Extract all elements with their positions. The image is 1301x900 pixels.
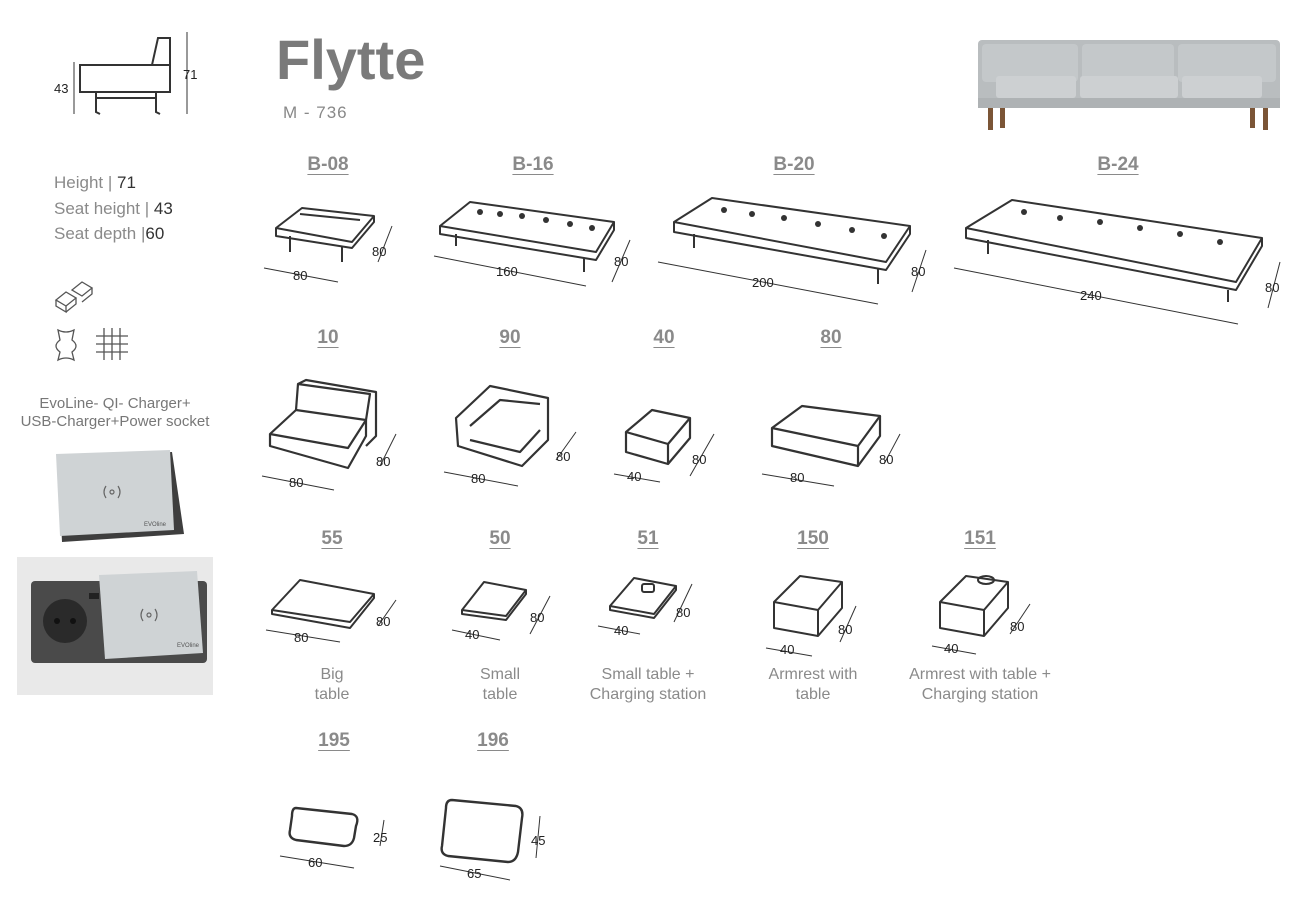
- seat-80-drawing: [770, 404, 882, 468]
- b20-width: 200: [752, 275, 774, 290]
- base-b24-drawing: [965, 199, 1263, 302]
- table-50-drawing: [461, 581, 527, 621]
- base-code-b20: B-20: [773, 154, 815, 175]
- svg-text:EVOline: EVOline: [177, 643, 200, 649]
- b24-depth: 80: [1265, 280, 1279, 295]
- spec-value: 60: [145, 224, 165, 243]
- table-51-depth: 80: [676, 605, 690, 620]
- spec-height: Height | 71: [54, 173, 136, 193]
- spec-seat-depth: Seat depth |60: [54, 224, 164, 244]
- table-50-depth: 80: [530, 610, 544, 625]
- seat-10-depth: 80: [376, 454, 390, 469]
- seat-height-dim: 43: [54, 81, 68, 96]
- spec-label: Seat depth |: [54, 224, 146, 243]
- seat-code-90: 90: [499, 327, 521, 348]
- base-b08-drawing: [275, 207, 375, 262]
- table-151-width: 40: [944, 641, 958, 656]
- model-number: M - 736: [283, 103, 348, 122]
- cushion-195-height: 25: [373, 830, 387, 845]
- table-151-depth: 80: [1010, 619, 1024, 634]
- modular-blocks-icon: [54, 281, 94, 314]
- seat-90-drawing: [454, 384, 550, 468]
- height-dim: 71: [183, 67, 197, 82]
- charger-title: EvoLine- QI- Charger+ USB-Charger+Power …: [10, 395, 220, 431]
- spec-value: 43: [153, 199, 173, 218]
- b08-depth: 80: [372, 244, 386, 259]
- power-socket-photo: EVOline: [17, 557, 213, 695]
- table-150-depth: 80: [838, 622, 852, 637]
- table-code-151: 151: [964, 528, 996, 549]
- base-code-b24: B-24: [1097, 154, 1139, 175]
- table-51-drawing: [609, 577, 677, 619]
- seat-10-drawing: [268, 378, 378, 470]
- cushion-196-width: 65: [467, 866, 481, 881]
- cushion-196-height: 45: [531, 833, 545, 848]
- b24-width: 240: [1080, 288, 1102, 303]
- b16-width: 160: [496, 264, 518, 279]
- svg-text:EVOline: EVOline: [144, 522, 167, 528]
- table-151-drawing: [939, 575, 1009, 637]
- qi-charger-photo: EVOline: [52, 450, 188, 550]
- seat-code-80: 80: [820, 327, 842, 348]
- seat-40-depth: 80: [692, 452, 706, 467]
- charger-line-2: USB-Charger+Power socket: [20, 413, 210, 430]
- table-caption-151: Armrest with table +Charging station: [909, 666, 1051, 703]
- seat-80-width: 80: [790, 470, 804, 485]
- table-50-width: 40: [465, 627, 479, 642]
- seat-80-depth: 80: [879, 452, 893, 467]
- spec-seat-height: Seat height | 43: [54, 199, 173, 219]
- charger-line-1: EvoLine- QI- Charger+: [39, 395, 191, 412]
- b20-depth: 80: [911, 264, 925, 279]
- table-caption-51: Small table +Charging station: [589, 666, 707, 703]
- profile-drawing: 43 71: [54, 32, 197, 115]
- base-code-b16: B-16: [512, 154, 554, 175]
- cushion-195-drawing: [288, 806, 359, 848]
- material-icons: [54, 281, 128, 362]
- cushion-196-drawing: [440, 798, 524, 864]
- seat-40-drawing: [624, 408, 692, 466]
- table-150-drawing: [773, 575, 843, 637]
- spec-label: Height |: [54, 173, 113, 192]
- fabric-grid-icon: [96, 328, 128, 360]
- seat-90-depth: 80: [556, 449, 570, 464]
- b08-width: 80: [293, 268, 307, 283]
- table-code-50: 50: [489, 528, 511, 549]
- seat-90-width: 80: [471, 471, 485, 486]
- b16-depth: 80: [614, 254, 628, 269]
- table-code-51: 51: [637, 528, 659, 549]
- table-55-width: 80: [294, 630, 308, 645]
- product-title: Flytte: [276, 28, 426, 91]
- sofa-photo: [978, 40, 1280, 132]
- table-51-width: 40: [614, 623, 628, 638]
- base-b20-drawing: [673, 197, 911, 284]
- table-55-drawing: [271, 579, 375, 629]
- seat-40-width: 40: [627, 469, 641, 484]
- cushion-code-195: 195: [318, 730, 350, 751]
- seat-code-10: 10: [317, 327, 339, 348]
- spec-label: Seat height |: [54, 199, 150, 218]
- table-150-width: 40: [780, 642, 794, 657]
- table-code-150: 150: [797, 528, 829, 549]
- base-b16-drawing: [439, 201, 615, 272]
- cushion-195-width: 60: [308, 855, 322, 870]
- spec-value: 71: [117, 173, 136, 192]
- table-55-depth: 80: [376, 614, 390, 629]
- seat-code-40: 40: [653, 327, 675, 348]
- leather-icon: [55, 328, 77, 362]
- cushion-code-196: 196: [477, 730, 509, 751]
- table-code-55: 55: [321, 528, 343, 549]
- seat-10-width: 80: [289, 475, 303, 490]
- base-code-b08: B-08: [307, 154, 349, 175]
